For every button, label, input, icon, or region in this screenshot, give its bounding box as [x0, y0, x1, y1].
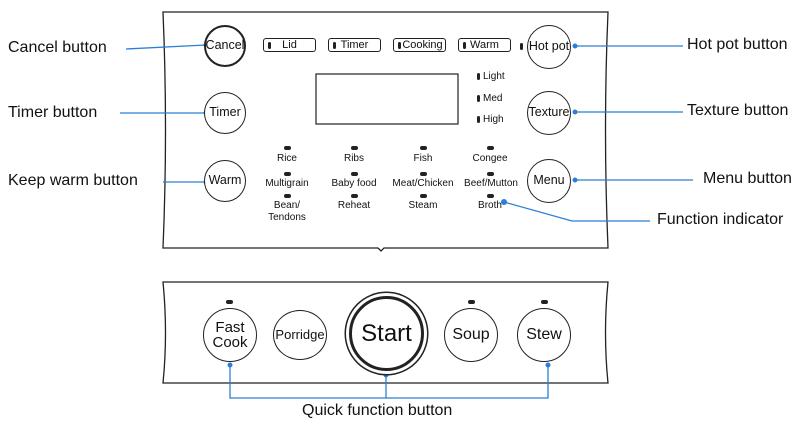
leader-quick-bracket [229, 365, 549, 399]
start-button[interactable]: Start [349, 296, 424, 371]
soup-led [468, 300, 475, 304]
menu-button[interactable]: Menu [527, 159, 571, 203]
texture-med-label: Med [483, 93, 503, 104]
leader-cancel [125, 44, 207, 50]
function-led [284, 194, 291, 198]
function-led [487, 146, 494, 150]
function-led [420, 146, 427, 150]
texture-light-label: Light [483, 71, 505, 82]
status-pill-warm: Warm [458, 38, 511, 52]
timer-button[interactable]: Timer [204, 92, 246, 134]
function-led [487, 194, 494, 198]
function-bean-tendons-label: Bean/ Tendons [268, 200, 306, 223]
fast-cook-button[interactable]: Fast Cook [203, 308, 257, 362]
function-steam-label: Steam [408, 200, 438, 211]
texture-high-led [477, 116, 480, 123]
callout-keep-warm-button: Keep warm button [8, 172, 138, 189]
soup-button[interactable]: Soup [444, 308, 498, 362]
cancel-button[interactable]: Cancel [204, 25, 246, 67]
function-baby-food-label: Baby food [331, 178, 377, 189]
status-pill-timer: Timer [328, 38, 381, 52]
lower-panel-outline [162, 281, 609, 384]
function-meat-chicken-label: Meat/Chicken [392, 178, 454, 189]
stew-button[interactable]: Stew [517, 308, 571, 362]
callout-function-indicator: Function indicator [657, 211, 784, 228]
function-broth-label: Broth [478, 200, 502, 211]
status-pill-cooking: Cooking [393, 38, 446, 52]
function-led [420, 194, 427, 198]
callout-timer-button: Timer button [8, 104, 98, 121]
function-led [351, 146, 358, 150]
function-reheat-label: Reheat [337, 200, 371, 211]
function-led [284, 146, 291, 150]
callout-menu-button: Menu button [703, 170, 792, 187]
function-led [420, 172, 427, 176]
texture-med-led [477, 95, 480, 102]
hot-pot-button[interactable]: Hot pot [527, 25, 571, 69]
status-pill-lid: Lid [263, 38, 316, 52]
hot-pot-indicator-led [520, 43, 523, 50]
texture-high-label: High [483, 114, 504, 125]
function-ribs-label: Ribs [343, 153, 364, 164]
upper-panel-outline [162, 11, 609, 252]
function-fish-label: Fish [413, 153, 433, 164]
function-led [487, 172, 494, 176]
callout-hot-pot-button: Hot pot button [687, 36, 788, 53]
function-led [351, 172, 358, 176]
fast-cook-led [226, 300, 233, 304]
callout-cancel-button: Cancel button [8, 39, 107, 56]
stew-led [541, 300, 548, 304]
function-congee-label: Congee [472, 153, 508, 164]
function-multigrain-label: Multigrain [265, 178, 309, 189]
texture-button[interactable]: Texture [527, 91, 571, 135]
texture-light-led [477, 73, 480, 80]
warm-button[interactable]: Warm [204, 160, 246, 202]
function-led [284, 172, 291, 176]
leader-function-indicator [503, 201, 650, 222]
function-led [351, 194, 358, 198]
display-window [315, 73, 459, 125]
function-rice-label: Rice [276, 153, 297, 164]
porridge-button[interactable]: Porridge [273, 310, 327, 360]
callout-texture-button: Texture button [687, 102, 789, 119]
callout-quick-function-button: Quick function button [302, 402, 453, 419]
function-beef-mutton-label: Beef/Mutton [464, 178, 518, 189]
